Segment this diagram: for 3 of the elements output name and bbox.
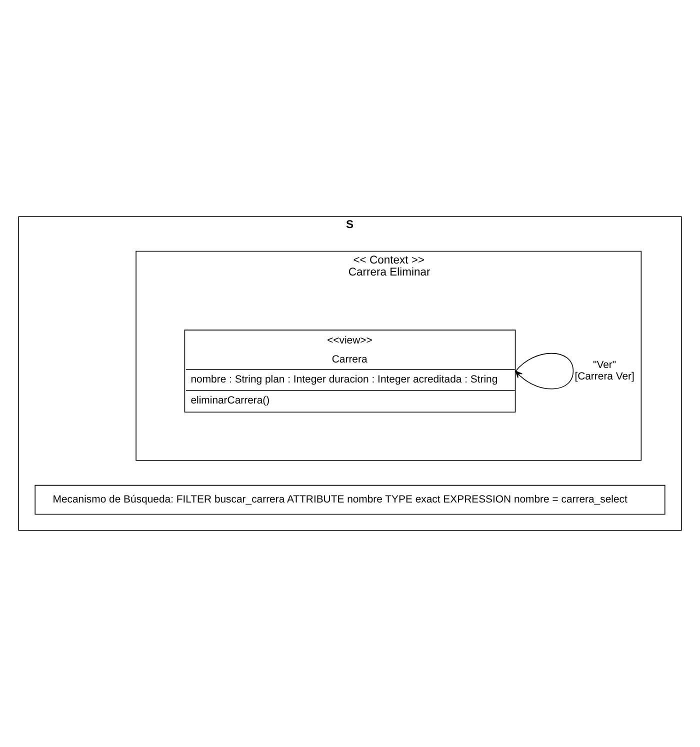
edge-label: "Ver" [Carrera Ver]	[574, 360, 634, 382]
node-box: Mecanismo de Búsqueda: FILTER buscar_carrera ATTRIBUTE nombre TYPE exact EXPRESSION nombre = carrera_select	[34, 484, 666, 515]
arrow	[515, 352, 574, 390]
